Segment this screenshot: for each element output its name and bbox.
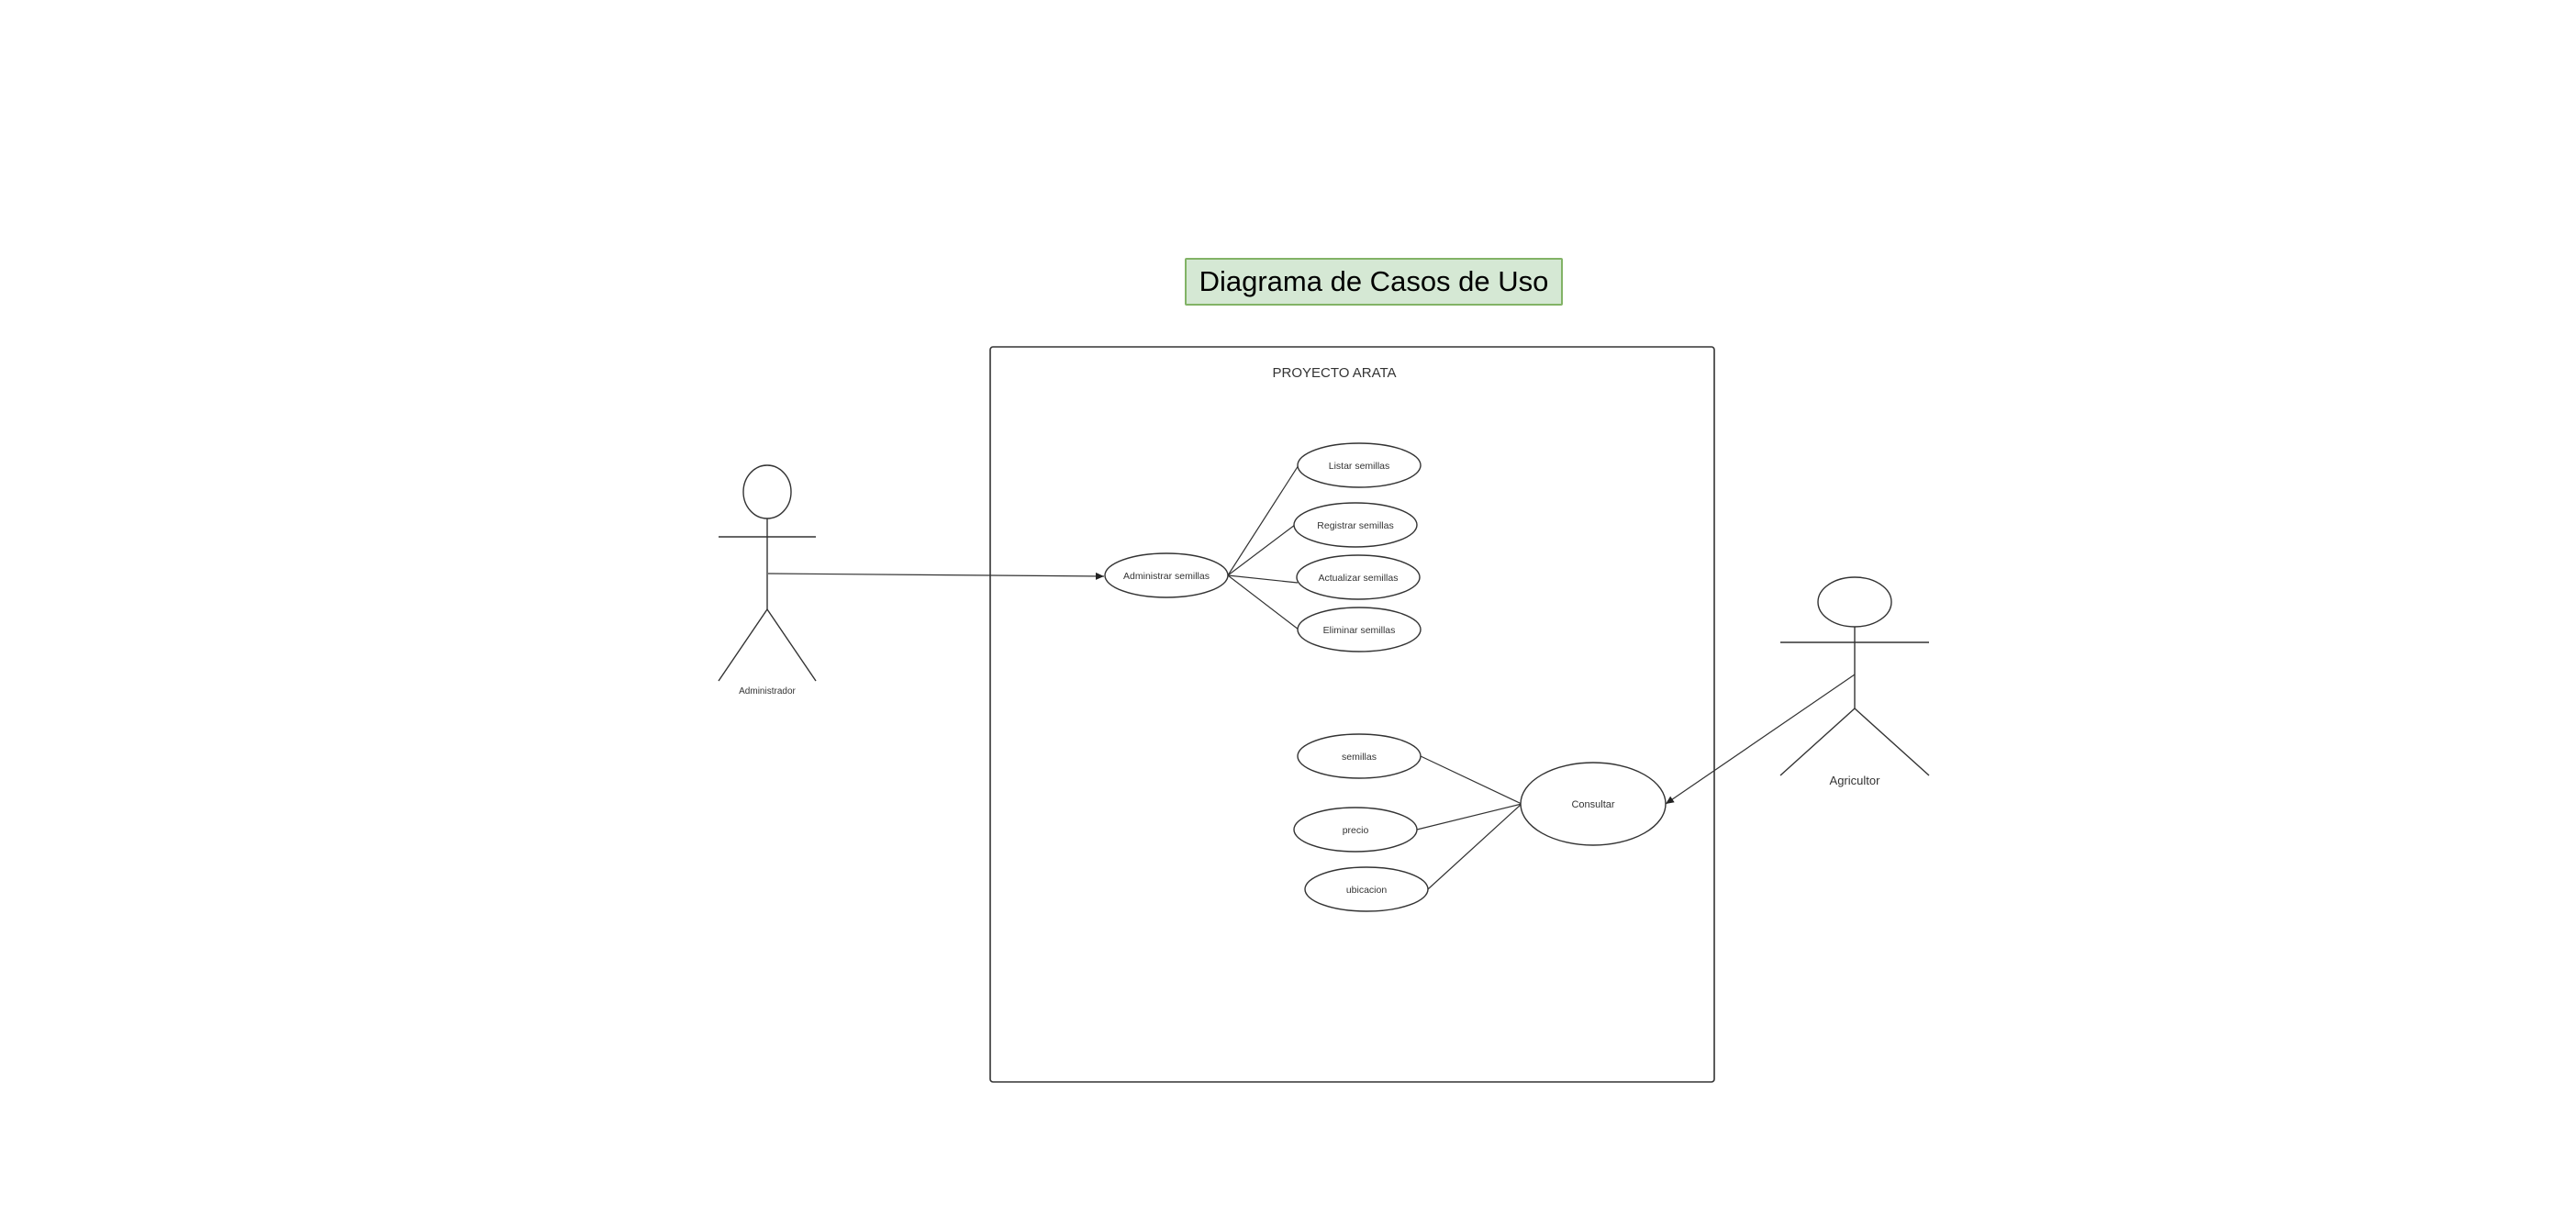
use-case-administrar-semillas[interactable]: Administrar semillas [1104,552,1229,598]
use-case-registrar-semillas[interactable]: Registrar semillas [1293,502,1418,548]
use-case-label: Administrar semillas [1123,571,1210,582]
actor-left-leg [718,608,768,682]
actor-label: Administrador [739,686,796,697]
use-case-label: Listar semillas [1329,461,1390,472]
relation-consultar-semillas [1420,755,1522,805]
actor-agricultor[interactable]: Agricultor [1779,576,1930,787]
use-case-ellipse [1296,554,1421,600]
use-case-ellipse [1293,807,1418,853]
use-case-precio[interactable]: precio [1293,807,1418,853]
diagram-title: Diagrama de Casos de Uso [1185,258,1563,306]
use-case-eliminar-semillas[interactable]: Eliminar semillas [1297,607,1422,652]
actor-right-leg [1854,708,1930,776]
relation-agricultor-consultar [1665,674,1856,805]
use-case-ellipse [1297,733,1422,779]
relation-administrar-registrar [1227,524,1296,576]
use-case-label: precio [1343,825,1369,836]
use-case-label: Eliminar semillas [1323,625,1396,636]
actor-label: Agricultor [1830,774,1881,787]
relations-layer [767,464,1856,890]
relation-consultar-ubicacion [1427,803,1522,890]
actor-administrador[interactable]: Administrador [718,464,817,697]
actor-head [1817,576,1892,628]
relation-administrador-administrar [767,572,1105,580]
use-case-label: Consultar [1571,799,1614,810]
use-case-listar-semillas[interactable]: Listar semillas [1297,442,1422,488]
relation-administrar-actualizar [1227,574,1299,584]
actor-left-leg [1779,708,1856,776]
use-case-semillas[interactable]: semillas [1297,733,1422,779]
relation-administrar-listar [1227,464,1299,576]
use-case-ellipse [1293,502,1418,548]
use-case-label: ubicacion [1346,885,1388,896]
use-case-ubicacion[interactable]: ubicacion [1304,866,1429,912]
use-case-consultar[interactable]: Consultar [1520,762,1667,846]
system-label: PROYECTO ARATA [1272,365,1396,381]
system-boundary [989,346,1715,1083]
use-case-label: semillas [1342,752,1377,763]
use-case-label: Registrar semillas [1317,520,1393,531]
actor-right-leg [766,608,817,682]
actor-head [742,464,792,519]
use-case-label: Actualizar semillas [1319,573,1399,584]
relation-administrar-eliminar [1227,574,1299,630]
use-case-ellipse [1297,442,1422,488]
use-case-ellipse [1297,607,1422,652]
use-case-ellipse [1104,552,1229,598]
use-case-ellipse [1520,762,1667,846]
use-case-actualizar-semillas[interactable]: Actualizar semillas [1296,554,1421,600]
use-case-ellipse [1304,866,1429,912]
relation-consultar-precio [1416,803,1522,830]
